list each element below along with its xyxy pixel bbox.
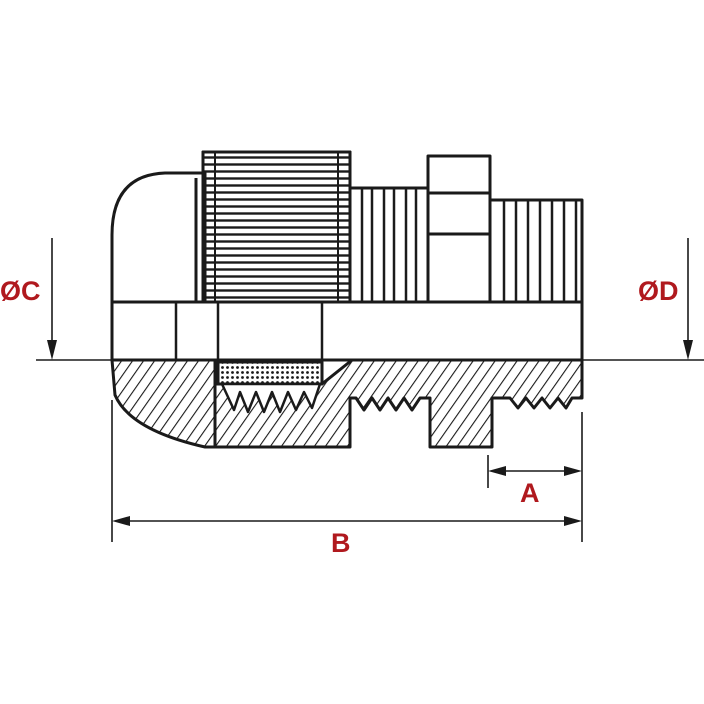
dia-d-arrow bbox=[683, 340, 693, 360]
dim-a-arrow-right bbox=[564, 466, 582, 476]
label-dia-d: ØD bbox=[638, 276, 679, 306]
dome-nut bbox=[110, 171, 207, 304]
body-thread bbox=[348, 186, 430, 304]
dim-b-arrow-left bbox=[112, 516, 130, 526]
label-dim-b: B bbox=[331, 528, 351, 558]
body-section bbox=[213, 358, 584, 449]
knurled-nut bbox=[201, 150, 352, 304]
gland-exterior-view bbox=[110, 150, 584, 304]
dimension-labels: ØC ØD A B bbox=[0, 276, 679, 558]
clamping-fingers bbox=[220, 382, 322, 414]
entry-thread bbox=[488, 198, 584, 304]
label-dim-a: A bbox=[520, 478, 540, 508]
label-dia-c: ØC bbox=[0, 276, 41, 306]
dome-section bbox=[110, 358, 217, 449]
gland-section-view bbox=[110, 358, 584, 449]
dim-a-arrow-left bbox=[488, 466, 506, 476]
hex-body bbox=[426, 154, 492, 304]
seal-insert bbox=[216, 360, 324, 386]
dim-b-arrow-right bbox=[564, 516, 582, 526]
cable-bore bbox=[110, 300, 584, 362]
dia-c-arrow bbox=[47, 340, 57, 360]
dimension-lines bbox=[36, 238, 704, 542]
